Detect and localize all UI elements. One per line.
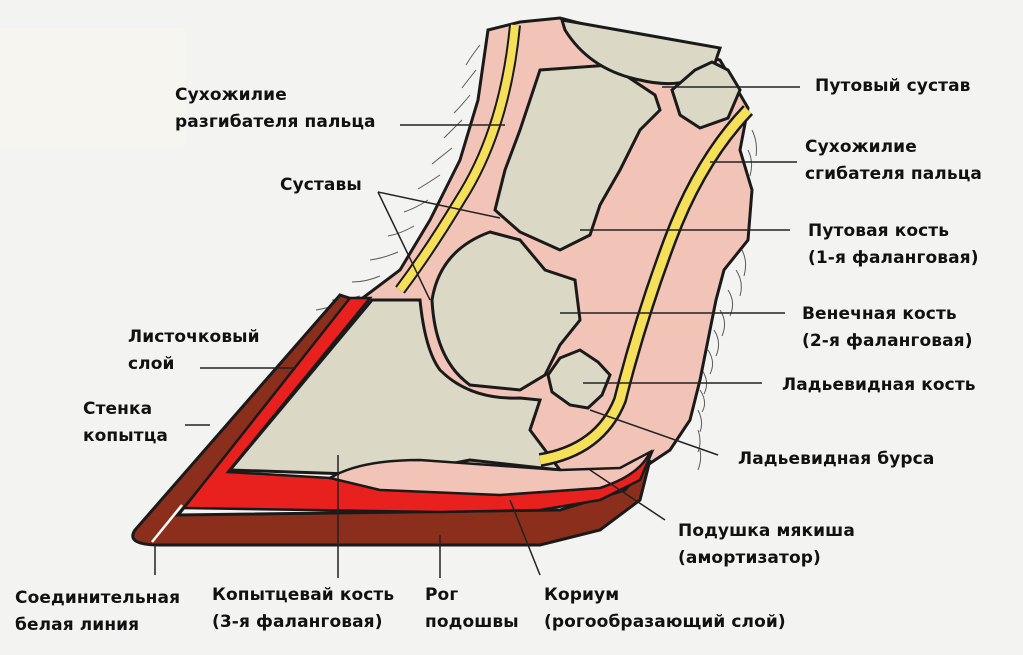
leader-lines xyxy=(154,86,800,578)
label-navicular-bone: Ладьевидная кость xyxy=(782,372,976,399)
label-line: копытца xyxy=(83,426,168,446)
label-line: Стенка xyxy=(83,399,153,419)
label-line: Копытцевай кость xyxy=(212,585,395,605)
label-line: Рог xyxy=(425,585,459,605)
label-line: Путовая кость xyxy=(808,221,950,241)
label-flexor-tendon: Сухожилие сгибателя пальца xyxy=(805,134,982,188)
label-line: Путовый сустав xyxy=(815,76,971,96)
label-line: белая линия xyxy=(15,615,140,635)
label-line: (рогообразающий слой) xyxy=(544,612,786,632)
coronary-bone xyxy=(430,230,582,392)
background-patch xyxy=(0,28,185,146)
label-coronary-bone: Венечная кость (2-я фаланговая) xyxy=(802,301,973,355)
label-line: Ладьевидная бурса xyxy=(738,449,935,469)
label-line: Подушка мякиша xyxy=(678,521,855,541)
label-line: сгибателя пальца xyxy=(805,164,982,184)
digital-cushion xyxy=(326,449,653,497)
label-line: Венечная кость xyxy=(802,304,957,324)
label-line: (2-я фаланговая) xyxy=(802,331,973,351)
label-white-line: Соединительная белая линия xyxy=(15,585,180,639)
label-laminar-layer: Листочковый слой xyxy=(128,324,260,378)
label-fetlock-joint: Путовый сустав xyxy=(815,73,971,100)
label-line: Листочковый xyxy=(128,327,260,347)
sesamoid-bone xyxy=(670,60,742,130)
label-line: (1-я фаланговая) xyxy=(808,248,979,268)
label-line: Суставы xyxy=(280,175,362,195)
label-extensor-tendon: Сухожилие разгибателя пальца xyxy=(175,82,376,136)
label-pastern-bone: Путовая кость (1-я фаланговая) xyxy=(808,218,979,272)
label-line: (амортизатор) xyxy=(678,548,821,568)
label-joints: Суставы xyxy=(280,172,362,199)
label-line: слой xyxy=(128,354,175,374)
label-coffin-bone: Копытцевай кость (3-я фаланговая) xyxy=(212,582,394,636)
label-navicular-bursa: Ладьевидная бурса xyxy=(738,446,934,473)
label-line: подошвы xyxy=(425,612,519,632)
label-line: Кориум xyxy=(544,585,620,605)
label-line: разгибателя пальца xyxy=(175,112,376,132)
navicular-bone xyxy=(546,348,612,410)
pastern-bone xyxy=(493,63,662,252)
label-line: Соединительная xyxy=(15,588,181,608)
label-corium: Кориум (рогообразающий слой) xyxy=(544,582,786,636)
white-line xyxy=(151,504,183,543)
label-line: (3-я фаланговая) xyxy=(212,612,383,632)
label-hoof-wall: Стенка копытца xyxy=(83,396,168,450)
label-line: Сухожилие xyxy=(175,85,287,105)
label-sole-horn: Рог подошвы xyxy=(425,582,519,636)
label-line: Сухожилие xyxy=(805,137,917,157)
label-digital-cushion: Подушка мякиша (амортизатор) xyxy=(678,518,855,572)
label-line: Ладьевидная кость xyxy=(782,375,976,395)
